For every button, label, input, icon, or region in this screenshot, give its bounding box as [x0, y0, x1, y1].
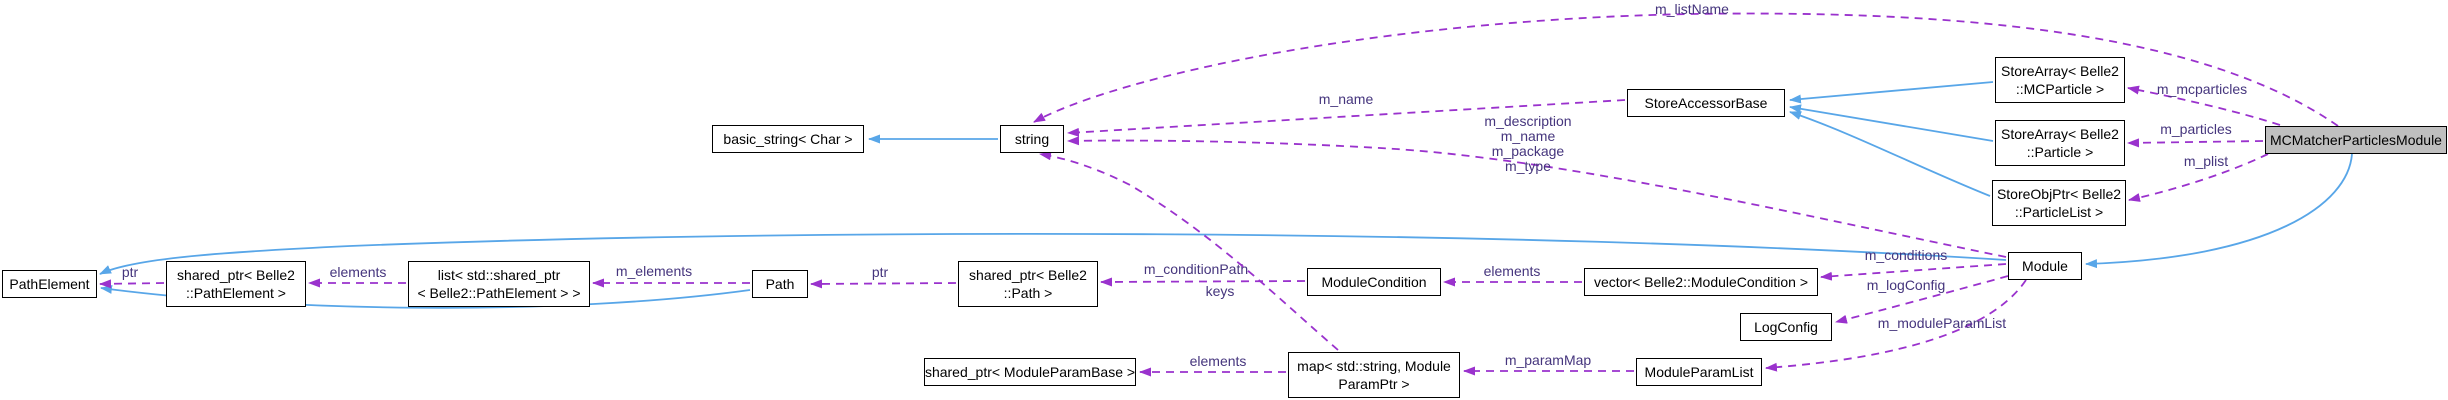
edge-label-mcmatcher_particles_module-to-store_obj_ptr_particle_list-line-0: m_plist — [2184, 153, 2228, 169]
class-node-path_element-label-0: PathElement — [9, 275, 90, 292]
class-node-basic_string_char[interactable]: basic_string< Char > — [712, 125, 864, 153]
class-node-module_condition-label-0: ModuleCondition — [1321, 273, 1427, 290]
edge-label-module-to-log_config-line-0: m_logConfig — [1867, 277, 1946, 293]
class-node-mcmatcher_particles_module-label-0: MCMatcherParticlesModule — [2270, 131, 2442, 148]
class-node-shared_ptr_path_element[interactable]: shared_ptr< Belle2::PathElement > — [166, 261, 306, 307]
class-node-store_array_mcparticle-label-1: ::MCParticle > — [2015, 81, 2105, 97]
class-node-shared_ptr_path_element-label-1: ::PathElement > — [185, 285, 286, 301]
edge-label-path-to-list_shared_ptr_path_element-line-0: m_elements — [616, 263, 692, 279]
class-node-store_obj_ptr_particle_list-label-0: StoreObjPtr< Belle2 — [1996, 185, 2122, 202]
usage-edge-mcmatcher_particles_module-to-store_array_particle — [2127, 138, 2264, 148]
class-node-store_array_particle-label-0: StoreArray< Belle2 — [2001, 125, 2119, 142]
class-node-shared_ptr_path_element-label-0: shared_ptr< Belle2 — [177, 266, 295, 283]
usage-edge-shared_ptr_path-to-path — [810, 279, 957, 289]
inheritance-edge-store_obj_ptr_particle_list-to-store_accessor_base — [1789, 111, 1991, 197]
class-node-store_array_particle[interactable]: StoreArray< Belle2::Particle > — [1995, 120, 2125, 166]
usage-edge-store_accessor_base-to-string — [1067, 99, 1626, 137]
usage-edge-module-to-string — [1067, 136, 2007, 258]
class-node-store_obj_ptr_particle_list-label-1: ::ParticleList > — [2014, 204, 2104, 220]
edge-label-mcmatcher_particles_module-to-store_array_particle-line-0: m_particles — [2160, 121, 2232, 137]
class-node-module_param_list-label-0: ModuleParamList — [1644, 363, 1754, 380]
usage-edge-module-to-vector_module_condition — [1820, 263, 2007, 281]
edge-label-module-to-string-line-3: m_type — [1505, 158, 1551, 174]
class-node-store_array_mcparticle[interactable]: StoreArray< Belle2::MCParticle > — [1995, 57, 2125, 103]
edge-label-shared_ptr_path-to-path-line-0: ptr — [872, 264, 889, 280]
edge-label-map_string_module_param_ptr-to-shared_ptr_module_param_base-line-0: elements — [1190, 353, 1247, 369]
class-node-shared_ptr_path-label-0: shared_ptr< Belle2 — [969, 266, 1087, 283]
edge-label-map_string_module_param_ptr-to-string-line-0: keys — [1206, 283, 1235, 299]
class-node-path_element[interactable]: PathElement — [2, 270, 97, 298]
class-node-list_shared_ptr_path_element[interactable]: list< std::shared_ptr< Belle2::PathEleme… — [408, 261, 590, 307]
class-node-vector_module_condition[interactable]: vector< Belle2::ModuleCondition > — [1584, 268, 1818, 296]
usage-edge-mcmatcher_particles_module-to-store_array_mcparticle — [2127, 85, 2281, 126]
class-node-path-label-0: Path — [765, 275, 795, 292]
class-node-shared_ptr_module_param_base[interactable]: shared_ptr< ModuleParamBase > — [924, 358, 1136, 386]
class-node-list_shared_ptr_path_element-label-0: list< std::shared_ptr — [437, 266, 561, 283]
edge-label-module-to-string-line-1: m_name — [1501, 128, 1556, 144]
class-node-map_string_module_param_ptr-label-1: ParamPtr > — [1338, 376, 1410, 392]
class-node-mcmatcher_particles_module[interactable]: MCMatcherParticlesModule — [2265, 126, 2447, 154]
class-node-store_accessor_base-label-0: StoreAccessorBase — [1644, 94, 1768, 111]
class-node-store_array_mcparticle-label-0: StoreArray< Belle2 — [2001, 62, 2119, 79]
class-node-log_config[interactable]: LogConfig — [1740, 313, 1832, 341]
edge-label-store_accessor_base-to-string-line-0: m_name — [1319, 91, 1374, 107]
edge-label-module_condition-to-shared_ptr_path-line-0: m_conditionPath — [1144, 261, 1248, 277]
edge-label-mcmatcher_particles_module-to-string-line-0: m_listName — [1655, 1, 1729, 17]
class-node-shared_ptr_path-label-1: ::Path > — [1003, 285, 1053, 301]
class-node-store_array_particle-label-1: ::Particle > — [2026, 144, 2094, 160]
edge-label-list_shared_ptr_path_element-to-shared_ptr_path_element-line-0: elements — [330, 264, 387, 280]
edge-label-shared_ptr_path_element-to-path_element-line-0: ptr — [122, 264, 139, 280]
edge-label-module-to-string-line-2: m_package — [1492, 143, 1565, 159]
edge-label-module-to-vector_module_condition-line-0: m_conditions — [1865, 247, 1948, 263]
class-node-path[interactable]: Path — [752, 270, 808, 298]
class-node-shared_ptr_path[interactable]: shared_ptr< Belle2::Path > — [958, 261, 1098, 307]
usage-edge-module-to-log_config — [1835, 275, 2009, 324]
usage-edge-mcmatcher_particles_module-to-string — [1033, 12, 2339, 127]
class-node-shared_ptr_module_param_base-label-0: shared_ptr< ModuleParamBase > — [924, 363, 1136, 380]
class-node-module_param_list[interactable]: ModuleParamList — [1636, 358, 1762, 386]
edge-label-vector_module_condition-to-module_condition-line-0: elements — [1484, 263, 1541, 279]
inheritance-edge-store_array_mcparticle-to-store_accessor_base — [1789, 81, 1994, 104]
inheritance-edge-mcmatcher_particles_module-to-module — [2085, 153, 2353, 269]
class-node-list_shared_ptr_path_element-label-1: < Belle2::PathElement > > — [417, 285, 581, 301]
usage-edge-shared_ptr_path_element-to-path_element — [99, 279, 165, 289]
edge-label-module-to-module_param_list-line-0: m_moduleParamList — [1878, 315, 2006, 331]
class-node-string-label-0: string — [1014, 130, 1050, 147]
usage-edge-module-to-module_param_list — [1765, 279, 2027, 372]
inheritance-edge-module-to-path_element — [99, 232, 2007, 275]
class-node-store_obj_ptr_particle_list[interactable]: StoreObjPtr< Belle2::ParticleList > — [1992, 180, 2126, 226]
usage-edge-module_condition-to-shared_ptr_path — [1100, 277, 1306, 287]
edge-label-mcmatcher_particles_module-to-store_array_mcparticle-line-0: m_mcparticles — [2157, 81, 2247, 97]
class-node-log_config-label-0: LogConfig — [1754, 318, 1818, 335]
class-node-basic_string_char-label-0: basic_string< Char > — [723, 130, 853, 147]
class-node-module_condition[interactable]: ModuleCondition — [1307, 268, 1441, 296]
edge-label-module_param_list-to-map_string_module_param_ptr-line-0: m_paramMap — [1505, 352, 1592, 368]
edge-label-module-to-string-line-0: m_description — [1484, 113, 1571, 129]
usage-edge-mcmatcher_particles_module-to-store_obj_ptr_particle_list — [2128, 153, 2269, 202]
usage-edge-map_string_module_param_ptr-to-string — [1039, 151, 1339, 351]
inheritance-edge-store_array_particle-to-store_accessor_base — [1789, 104, 1994, 142]
class-node-module-label-0: Module — [2022, 257, 2068, 274]
class-node-map_string_module_param_ptr-label-0: map< std::string, Module — [1297, 357, 1451, 374]
class-node-module[interactable]: Module — [2008, 252, 2082, 280]
class-node-vector_module_condition-label-0: vector< Belle2::ModuleCondition > — [1593, 273, 1809, 290]
class-node-store_accessor_base[interactable]: StoreAccessorBase — [1627, 89, 1785, 117]
class-node-string[interactable]: string — [1000, 125, 1064, 153]
